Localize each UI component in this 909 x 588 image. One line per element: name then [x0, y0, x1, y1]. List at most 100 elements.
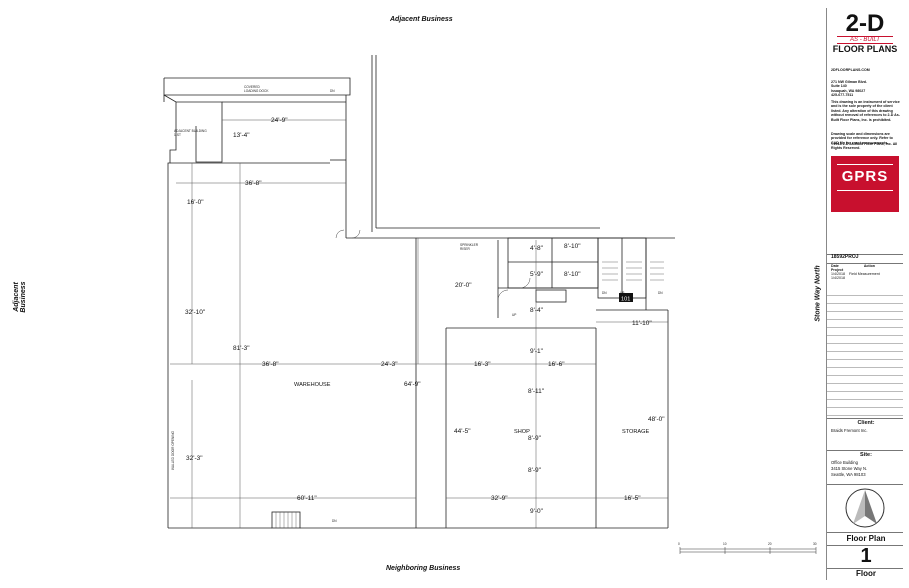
divider	[827, 263, 903, 264]
scale-bar	[679, 547, 817, 554]
room-number: 101	[621, 297, 630, 303]
dim-16-5: 16'-5"	[624, 495, 641, 502]
sheet-number: 1	[860, 545, 872, 567]
dim-8-10-bottom: 8'-10"	[564, 271, 581, 278]
brand-mid: AS - BUILT	[837, 36, 893, 44]
dim-4-8: 4'-8"	[530, 245, 544, 252]
dim-8-10-top: 8'-10"	[564, 243, 581, 250]
client-name: Braids Fremont Inc.	[831, 428, 868, 433]
rev-header-action: Action	[863, 264, 875, 268]
dim-8-4: 8'-4"	[530, 307, 544, 314]
scale-label-0: 0	[678, 542, 680, 546]
scale-label-10: 10	[723, 542, 727, 546]
dim-24-9: 24'-9"	[271, 117, 288, 124]
label-dn-right: DN	[658, 291, 663, 295]
address-line-1: 271 NW Gilman Blvd.	[831, 80, 867, 84]
sheet-title: Floor Plan	[846, 534, 886, 543]
revision-table: Date Action Project 1/4/2018 Field Measu…	[831, 264, 901, 280]
address-line-3: Issaquah, WA 98027	[831, 88, 866, 93]
label-top-adjacent: Adjacent Business	[390, 16, 453, 23]
dim-11-10: 11'-10"	[632, 320, 652, 327]
dim-9-1: 9'-1"	[530, 348, 544, 355]
dim-16-6: 16'-6"	[548, 361, 565, 368]
title-block: 2-D AS - BUILT FLOOR PLANS 2DFLOORPLANS.…	[826, 8, 903, 580]
divider	[827, 532, 903, 533]
divider	[827, 418, 903, 419]
site-line-1: Office Building	[831, 460, 858, 465]
scale-label-20: 20	[768, 542, 772, 546]
dim-32-10: 32'-10"	[185, 309, 206, 316]
label-bottom-neighboring: Neighboring Business	[386, 565, 461, 572]
dim-13-4: 13'-4"	[233, 132, 250, 139]
rev-row-3-date: 1/4/2018	[831, 276, 845, 280]
dim-8-11: 8'-11"	[528, 388, 545, 395]
site-line-2: 3415 Stone Way N.	[831, 466, 868, 471]
room-shop: SHOP	[514, 429, 530, 435]
label-walled-door: WALLED DOOR OPENING	[171, 430, 175, 470]
dim-81-3: 81'-3"	[233, 345, 250, 352]
dim-44-5: 44'-5"	[454, 428, 471, 435]
scale-label-30: 30	[813, 542, 817, 546]
gprs-logo: GPRS	[831, 156, 899, 212]
dim-16-3: 16'-3"	[474, 361, 491, 368]
dim-60-11: 60'-11"	[297, 495, 317, 502]
sheet-subtitle: Floor	[856, 569, 876, 578]
room-storage: STORAGE	[622, 429, 650, 435]
dim-24-3: 24'-3"	[381, 361, 398, 368]
gprs-stripe-top	[837, 164, 893, 165]
rev-row-2-date: 1/4/2018	[831, 272, 845, 276]
scale-bar-labels: 0 10 20 30	[678, 542, 817, 546]
dim-64-9: 64'-9"	[404, 381, 421, 388]
door-swings	[335, 229, 531, 301]
label-dn-office: DN	[602, 291, 607, 295]
dim-20-0: 20'-0"	[455, 282, 472, 289]
client-heading: Client:	[857, 420, 875, 426]
address: 271 NW Gilman Blvd. Suite 140 Issaquah, …	[831, 80, 901, 98]
dim-32-9: 32'-9"	[491, 495, 508, 502]
label-dn-loading: DN	[330, 89, 335, 93]
disclaimer-text: Drawing scale and dimensions are provide…	[831, 132, 893, 145]
north-arrow-icon	[845, 488, 885, 528]
site-heading: Site:	[860, 452, 872, 458]
dim-36-8-top: 36'-8"	[245, 180, 262, 187]
dim-8-9-b: 8'-9"	[528, 467, 542, 474]
dimension-lines	[170, 119, 669, 528]
brand-top: 2-D	[845, 10, 885, 37]
website: 2DFLOORPLANS.COM	[831, 68, 870, 72]
divider	[827, 450, 903, 451]
divider	[827, 568, 903, 569]
dim-48-0: 48'-0"	[648, 416, 665, 423]
site-address: Office Building 3415 Stone Way N. Seattl…	[831, 460, 901, 478]
gprs-text: GPRS	[841, 168, 889, 185]
address-line-4: 425-677-7511	[831, 93, 854, 98]
divider	[827, 254, 903, 255]
site-line-3: Seattle, WA 98103	[831, 472, 866, 477]
rev-row-2-action: Field Measurement	[849, 272, 880, 276]
walls	[163, 55, 675, 529]
divider	[827, 484, 903, 485]
dim-5-9: 5'-9"	[530, 271, 544, 278]
stair-treads	[275, 261, 664, 528]
label-up-left: UP	[512, 313, 516, 317]
notice-text: This drawing is an instrument of service…	[831, 100, 900, 122]
address-line-2: Suite 140	[831, 84, 847, 89]
dim-16-0: 16'-0"	[187, 199, 204, 206]
label-dn-stair: DN	[332, 519, 337, 523]
project-number: 18592PROJ	[831, 254, 859, 260]
dim-8-9-a: 8'-9"	[528, 435, 542, 442]
dim-9-0: 9'-0"	[530, 508, 544, 515]
divider	[827, 545, 903, 546]
room-warehouse: WAREHOUSE	[294, 382, 331, 388]
copyright-text: ©2018 2-D As-Built Floor Plans, Inc. All…	[831, 142, 898, 151]
rev-row-1-date: Project	[831, 268, 844, 272]
dim-36-8-mid: 36'-8"	[262, 361, 279, 368]
brand-logo: 2-D AS - BUILT FLOOR PLANS	[831, 12, 899, 64]
dim-32-3: 32'-3"	[186, 455, 203, 462]
brand-bottom: FLOOR PLANS	[832, 44, 898, 54]
room-number-badge	[619, 293, 633, 302]
